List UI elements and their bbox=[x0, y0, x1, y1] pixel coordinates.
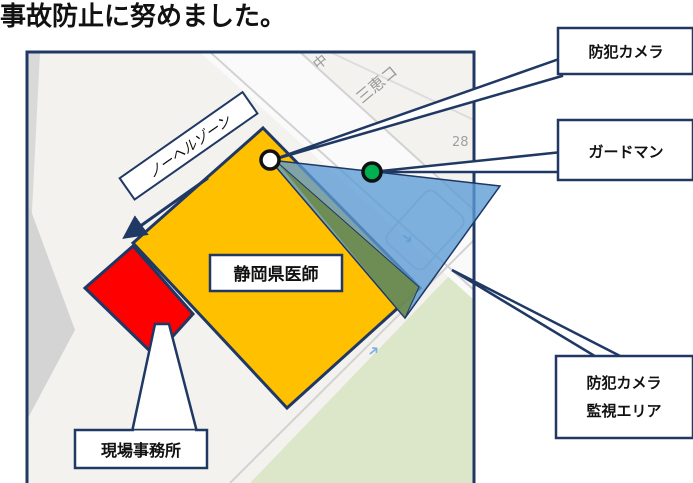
no-helmet-zone-box bbox=[118, 90, 259, 201]
site-office-label-box bbox=[73, 428, 209, 470]
building-label: 静岡県医師 bbox=[234, 264, 319, 285]
guardman-callout-box bbox=[556, 118, 693, 182]
map-lot-number: 28 bbox=[452, 135, 469, 150]
monitor-area-callout-box bbox=[554, 354, 693, 440]
map-frame bbox=[25, 50, 476, 483]
monitor-area-callout-line1: 防犯カメラ bbox=[586, 374, 661, 392]
building-label-box bbox=[208, 253, 344, 293]
map-green-area bbox=[250, 250, 474, 483]
no-helmet-zone-arrow bbox=[122, 176, 209, 239]
map-gray-building bbox=[27, 200, 75, 420]
guardman-callout-label: ガードマン bbox=[588, 143, 663, 161]
map-road-edge bbox=[229, 239, 474, 483]
camera-callout-label: 防犯カメラ bbox=[588, 43, 663, 61]
camera-marker-icon bbox=[259, 149, 281, 171]
page-heading: 事故防止に努めました。 bbox=[0, 2, 287, 32]
monitor-area-callout-pointer bbox=[451, 268, 625, 360]
guardman-marker-icon bbox=[361, 161, 383, 183]
site-office-label: 現場事務所 bbox=[101, 441, 181, 460]
camera-callout-box bbox=[556, 26, 693, 76]
monitor-overlap-strip bbox=[277, 162, 419, 318]
monitor-area-callout-line2: 監視エリア bbox=[586, 402, 661, 420]
